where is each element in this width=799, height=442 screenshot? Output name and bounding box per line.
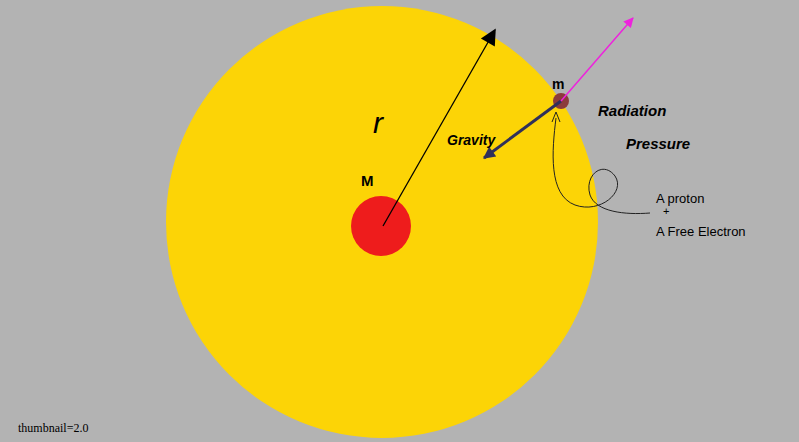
radiation-arrow xyxy=(561,18,633,101)
central-mass: M xyxy=(351,196,411,256)
star-envelope xyxy=(166,6,598,438)
mass-label: M xyxy=(361,172,374,189)
force-label: Gravity xyxy=(447,132,495,148)
radius-arrow xyxy=(383,30,495,226)
radius-label: r xyxy=(373,106,383,140)
watermark-note: thumbnail=2.0 xyxy=(18,421,88,436)
leader-arrowhead xyxy=(552,112,560,122)
gravity-arrow xyxy=(484,101,561,158)
particle-label: A Free Electron xyxy=(656,224,746,239)
leader-curl xyxy=(553,118,650,214)
plus-sign: + xyxy=(663,205,669,217)
mass-circle xyxy=(351,196,411,256)
mass-label: m xyxy=(552,76,564,92)
mass-disc xyxy=(351,196,411,256)
particle-label: A proton xyxy=(656,191,704,206)
force-label: Radiation Pressure xyxy=(598,94,718,160)
